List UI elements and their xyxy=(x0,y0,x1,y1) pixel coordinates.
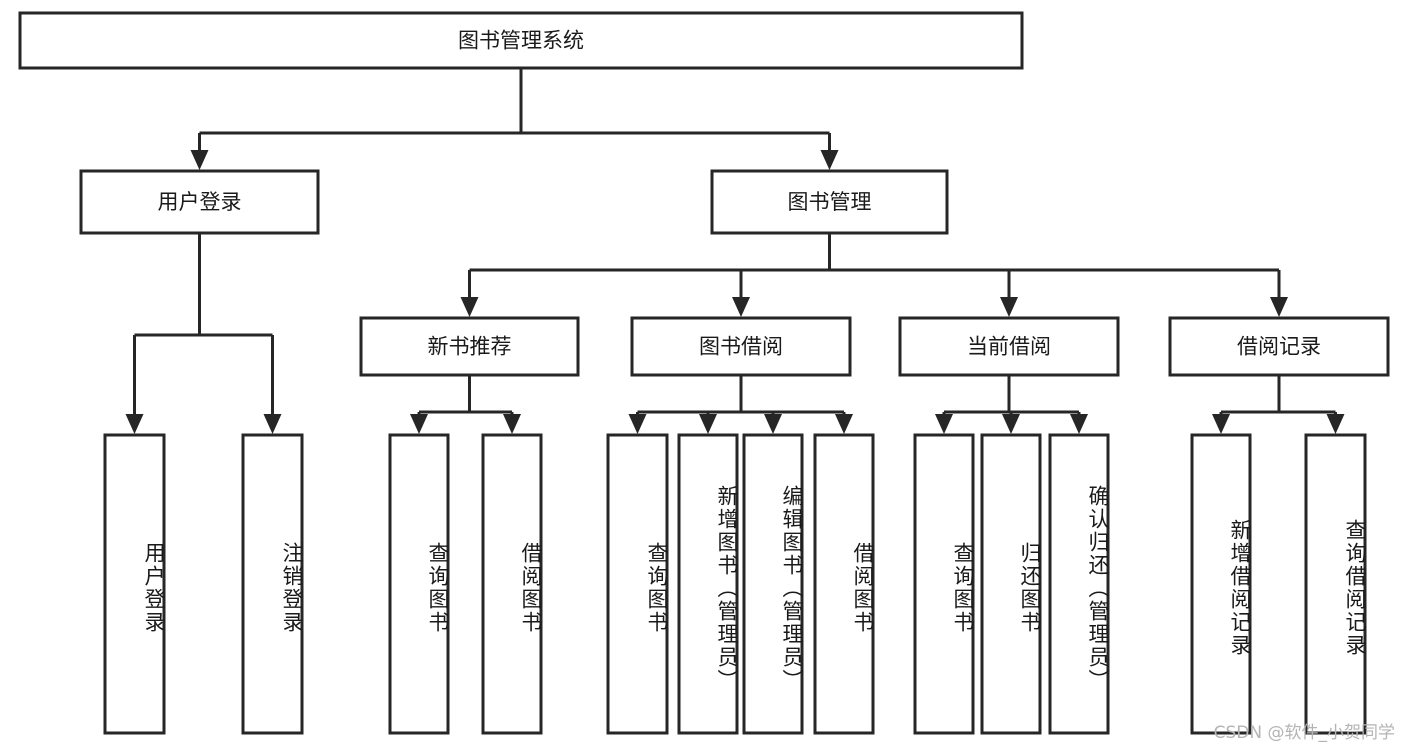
arrow-bookmanage-new-book-recommend xyxy=(460,297,479,317)
watermark: CSDN @软件_小贺同学 xyxy=(1213,723,1395,743)
arrow-bookmanage-borrow-record xyxy=(1270,297,1288,317)
arrow-bookmanage-book-borrow xyxy=(732,297,750,317)
arrow-user-login-leaf-user-login xyxy=(125,414,144,434)
arrow-book-borrow-leaf-query-book-2 xyxy=(628,414,647,434)
node-label-user-login: 用户登录 xyxy=(158,190,242,214)
node-label-book-manage: 图书管理 xyxy=(788,190,872,214)
node-label-book-borrow: 图书借阅 xyxy=(699,335,783,359)
arrow-book-borrow-leaf-borrow-book-2 xyxy=(835,414,853,434)
leaf-leaf-query-record[interactable] xyxy=(1304,433,1367,735)
arrow-borrow-record-leaf-query-record xyxy=(1326,414,1345,434)
leaf-leaf-user-logout[interactable] xyxy=(241,433,304,735)
leaf-leaf-query-book-2[interactable] xyxy=(606,433,669,735)
node-label-new-book-recommend: 新书推荐 xyxy=(428,335,512,359)
leaf-leaf-add-record[interactable] xyxy=(1190,433,1252,735)
arrow-current-borrow-leaf-confirm-return xyxy=(1070,414,1088,434)
node-root[interactable] xyxy=(18,11,1024,70)
arrow-current-borrow-leaf-return-book xyxy=(1002,414,1020,434)
arrow-borrow-record-leaf-add-record xyxy=(1212,414,1230,434)
arrow-bookmanage-current-borrow xyxy=(1000,297,1018,317)
leaf-leaf-borrow-book-1[interactable] xyxy=(481,433,543,735)
node-book-borrow[interactable] xyxy=(630,316,852,377)
leaf-leaf-user-login[interactable] xyxy=(103,433,166,735)
node-user-login[interactable] xyxy=(79,169,320,235)
node-label-borrow-record: 借阅记录 xyxy=(1237,335,1321,359)
arrow-user-login-leaf-user-logout xyxy=(263,414,282,434)
leaf-leaf-query-book-3[interactable] xyxy=(913,433,975,735)
connector-layer xyxy=(125,68,1345,434)
arrow-new-book-recommend-leaf-borrow-book-1 xyxy=(503,414,521,434)
arrow-root-book-manage xyxy=(820,150,839,170)
arrow-current-borrow-leaf-query-book-3 xyxy=(935,414,953,434)
leaf-leaf-add-book[interactable] xyxy=(677,433,739,735)
leaf-leaf-edit-book[interactable] xyxy=(742,433,804,735)
node-borrow-record[interactable] xyxy=(1168,316,1390,377)
node-box-layer xyxy=(18,11,1390,735)
node-new-book-recommend[interactable] xyxy=(359,316,580,377)
node-label-root: 图书管理系统 xyxy=(458,29,584,53)
leaf-leaf-return-book[interactable] xyxy=(980,433,1042,735)
node-label-current-borrow: 当前借阅 xyxy=(967,335,1051,359)
arrow-book-borrow-leaf-edit-book xyxy=(764,414,782,434)
leaf-leaf-confirm-return[interactable] xyxy=(1048,433,1110,735)
node-book-manage[interactable] xyxy=(710,169,949,235)
arrow-new-book-recommend-leaf-query-book-1 xyxy=(410,414,428,434)
node-current-borrow[interactable] xyxy=(898,316,1120,377)
leaf-leaf-borrow-book-2[interactable] xyxy=(813,433,875,735)
arrow-book-borrow-leaf-add-book xyxy=(699,414,717,434)
arrow-root-user-login xyxy=(190,150,209,170)
leaf-leaf-query-book-1[interactable] xyxy=(388,433,450,735)
